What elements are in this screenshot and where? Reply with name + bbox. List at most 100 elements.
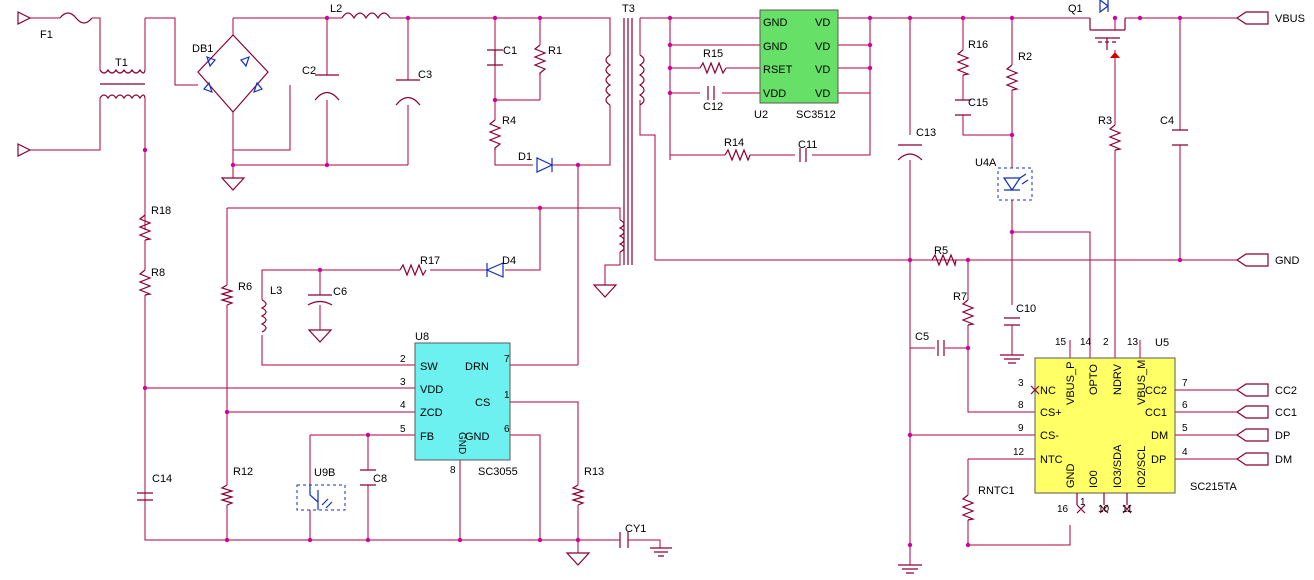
u5-part: SC215TA [1190, 481, 1238, 493]
label-C12: C12 [703, 101, 723, 113]
u5-bpin-1: 1 [1080, 497, 1086, 508]
res-R3 [1108, 124, 1123, 151]
u8-part: SC3055 [478, 466, 518, 478]
cap-C10 [1004, 317, 1020, 326]
u5-r-3: DP [1151, 454, 1166, 466]
port-shapes [17, 11, 1269, 466]
u2-pin-l3: VDD [763, 88, 786, 100]
ref-labels: F1 T1 DB1 L2 C1 R1 T3 Q1 C2 C3 R4 D1 R15… [40, 3, 1174, 535]
label-D4: D4 [502, 255, 516, 267]
u8-l-2: ZCD [420, 407, 443, 419]
label-C1: C1 [503, 45, 517, 57]
u2-pin-r1: VD [815, 41, 830, 53]
res-R15 [699, 61, 727, 75]
label-L2: L2 [330, 3, 342, 15]
transformer-T3 [605, 18, 645, 265]
res-R12 [219, 484, 235, 506]
u8-l-0: SW [420, 361, 438, 373]
u5-r-2: DM [1151, 430, 1168, 442]
u2-pin-r0: VD [815, 17, 830, 29]
u5-bpin-2: 10 [1098, 504, 1110, 515]
u5-lpin-1: 8 [1018, 400, 1024, 411]
u8-rpin-1: 1 [504, 390, 510, 401]
label-C8: C8 [373, 473, 387, 485]
junctions [142, 15, 1183, 548]
u5-b-1: IO0 [1088, 470, 1100, 488]
u2-pin-r3: VD [815, 88, 830, 100]
cap-C11 [799, 148, 807, 162]
chip-U2 [759, 9, 839, 104]
u5-rpin-1: 6 [1182, 400, 1188, 411]
label-C4: C4 [1160, 115, 1174, 127]
u5-lpin-0: 3 [1018, 378, 1024, 389]
u5-bpin-0: 16 [1057, 504, 1069, 515]
cap-CY1 [619, 532, 629, 548]
u5-t-2: NDRV [1112, 363, 1124, 395]
label-Q1: Q1 [1068, 3, 1083, 15]
u5-l-3: NTC [1040, 454, 1063, 466]
cap-C3 [395, 79, 421, 106]
label-R5: R5 [934, 245, 948, 257]
label-U9B: U9B [314, 467, 335, 479]
u8-lpin-0: 2 [400, 354, 406, 365]
label-C15: C15 [968, 97, 988, 109]
cap-C14 [137, 492, 153, 501]
nc-marks [1030, 385, 1132, 514]
u8-bottom-label: GND [456, 432, 467, 454]
u5-rpin-3: 4 [1182, 447, 1188, 458]
cap-C1 [487, 49, 503, 66]
u5-lpin-3: 12 [1013, 447, 1025, 458]
port-dm-label: DM [1275, 454, 1292, 466]
u2-pin-l1: GND [763, 41, 788, 53]
u8-rpin-0: 7 [504, 354, 510, 365]
chip-U8-text: U8 2 3 4 5 SW VDD ZCD FB 7 1 6 DRN CS GN… [400, 331, 518, 478]
u5-rpin-2: 5 [1182, 423, 1188, 434]
u5-rpin-0: 7 [1182, 378, 1188, 389]
res-R1 [533, 44, 547, 75]
cap-C2 [314, 74, 340, 101]
u5-b-2: IO3/SDA [1112, 444, 1124, 488]
label-C3: C3 [418, 69, 432, 81]
label-R17: R17 [420, 255, 440, 267]
label-R7: R7 [953, 291, 967, 303]
port-vbus-label: VBUS [1275, 13, 1305, 25]
u2-pin-r2: VD [815, 64, 830, 76]
label-C5: C5 [915, 331, 929, 343]
label-R12: R12 [233, 466, 253, 478]
port-dp-label: DP [1275, 430, 1290, 442]
label-T1: T1 [115, 57, 128, 69]
u8-ref: U8 [415, 331, 429, 343]
label-R15: R15 [703, 48, 723, 60]
diode-D4 [485, 262, 504, 278]
u5-l-0: NC [1040, 385, 1056, 397]
res-R14 [724, 148, 751, 162]
label-C10: C10 [1016, 303, 1036, 315]
label-C14: C14 [152, 473, 172, 485]
u8-lpin-1: 3 [400, 377, 406, 388]
choke-T1 [99, 68, 146, 100]
label-R18: R18 [151, 205, 171, 217]
cap-C12 [707, 86, 715, 100]
cap-C15 [955, 99, 971, 116]
u8-bottom-pin: 8 [450, 465, 456, 476]
u8-lpin-2: 4 [400, 400, 406, 411]
u5-tpin-1: 14 [1080, 337, 1092, 348]
u2-part: SC3512 [796, 109, 836, 121]
ground-symbols [220, 177, 1024, 574]
u5-t-0: VBUS_P [1065, 362, 1077, 405]
cap-C6 [307, 294, 333, 306]
inductor-L2 [341, 12, 391, 20]
chip-U5-text: U5 SC215TA 15 14 2 13 VBUS_P OPTO NDRV V… [1013, 337, 1238, 515]
label-C11: C11 [798, 139, 817, 151]
opto-U4A [997, 167, 1033, 201]
label-T3: T3 [622, 3, 635, 15]
u2-pin-l2: RSET [763, 64, 793, 76]
label-R13: R13 [584, 466, 604, 478]
u5-tpin-0: 15 [1055, 337, 1067, 348]
cap-C13 [897, 144, 923, 161]
components [17, 0, 1269, 574]
label-C6: C6 [333, 286, 347, 298]
res-R5 [931, 253, 957, 268]
res-R4 [488, 119, 502, 150]
label-R8: R8 [151, 267, 165, 279]
